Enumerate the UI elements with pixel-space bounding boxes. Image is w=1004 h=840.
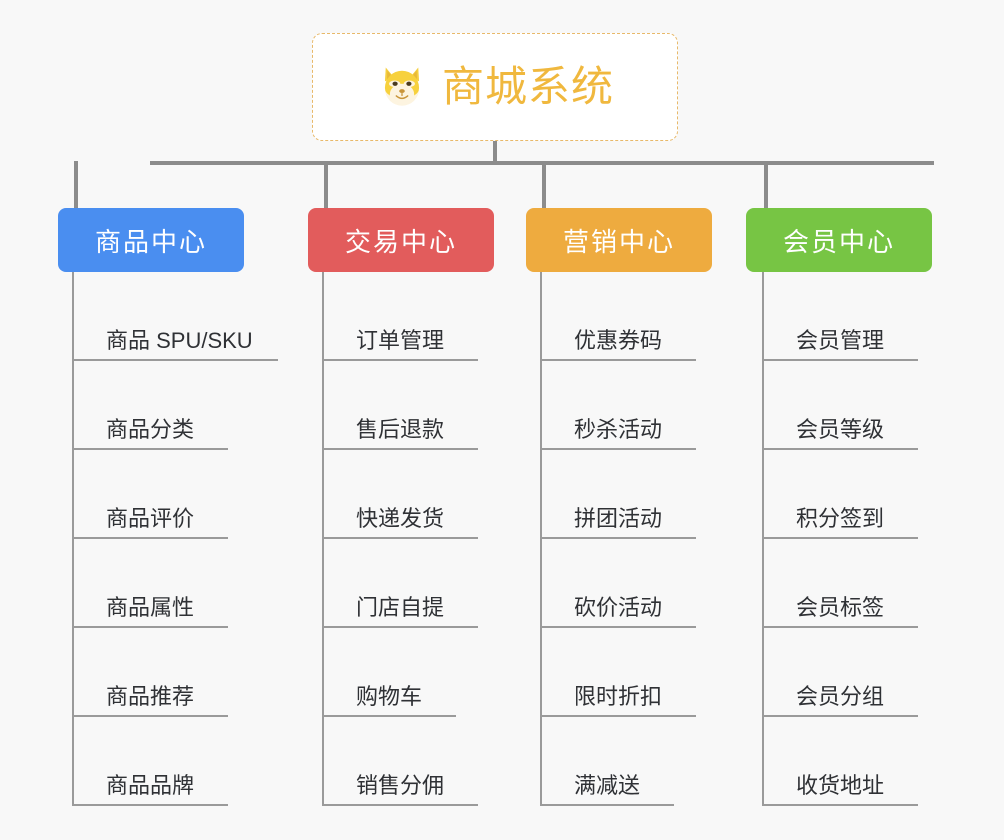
category-header-product-center[interactable]: 商品中心 — [58, 208, 244, 272]
leaf-item-label: 会员分组 — [796, 684, 885, 709]
connector-rail-product-center — [72, 272, 74, 806]
connector-rail-trade-center — [322, 272, 324, 806]
connector-rail-member-center — [762, 272, 764, 806]
leaf-underline — [540, 448, 696, 450]
leaf-list-trade-center: 订单管理售后退款快递发货门店自提购物车销售分佣 — [322, 272, 494, 806]
root-node-mall-system[interactable]: 商城系统 — [312, 33, 678, 141]
leaf-item[interactable]: 快递发货 — [322, 450, 494, 539]
leaf-item[interactable]: 售后退款 — [322, 361, 494, 450]
shiba-dog-face-icon — [384, 67, 420, 106]
leaf-item-label: 快递发货 — [356, 506, 445, 531]
leaf-item-label: 秒杀活动 — [574, 417, 663, 442]
leaf-underline — [762, 715, 918, 717]
column-marketing-center: 营销中心优惠券码秒杀活动拼团活动砍价活动限时折扣满减送 — [526, 208, 712, 806]
leaf-item-label: 商品属性 — [106, 595, 195, 620]
leaf-item[interactable]: 门店自提 — [322, 539, 494, 628]
leaf-underline — [540, 537, 696, 539]
leaf-item-label: 售后退款 — [356, 417, 445, 442]
leaf-item[interactable]: 商品品牌 — [72, 717, 244, 806]
leaf-list-marketing-center: 优惠券码秒杀活动拼团活动砍价活动限时折扣满减送 — [540, 272, 712, 806]
leaf-underline — [322, 715, 456, 717]
root-node-title: 商城系统 — [441, 63, 614, 110]
leaf-item[interactable]: 优惠券码 — [540, 272, 712, 361]
leaf-item-label: 满减送 — [574, 773, 641, 798]
leaf-item[interactable]: 会员分组 — [762, 628, 932, 717]
leaf-underline — [72, 715, 228, 717]
leaf-item-label: 积分签到 — [796, 506, 885, 531]
leaf-item-label: 商品评价 — [106, 506, 195, 531]
category-header-marketing-center[interactable]: 营销中心 — [526, 208, 712, 272]
leaf-item-label: 门店自提 — [356, 595, 445, 620]
leaf-underline — [322, 537, 478, 539]
leaf-underline — [762, 359, 918, 361]
leaf-item-label: 销售分佣 — [356, 773, 445, 798]
connector-drop-member-center — [764, 161, 768, 209]
leaf-item[interactable]: 拼团活动 — [540, 450, 712, 539]
leaf-item-label: 商品分类 — [106, 417, 195, 442]
leaf-item[interactable]: 商品推荐 — [72, 628, 244, 717]
leaf-underline — [762, 804, 918, 806]
leaf-underline — [72, 537, 228, 539]
connector-drop-marketing-center — [542, 161, 546, 209]
leaf-underline — [72, 448, 228, 450]
leaf-underline — [762, 537, 918, 539]
leaf-item[interactable]: 商品属性 — [72, 539, 244, 628]
connector-root-stem — [493, 141, 497, 165]
leaf-item-label: 会员管理 — [796, 328, 885, 353]
leaf-underline — [322, 804, 478, 806]
leaf-item-label: 订单管理 — [356, 328, 445, 353]
leaf-item[interactable]: 限时折扣 — [540, 628, 712, 717]
leaf-underline — [322, 359, 478, 361]
leaf-item-label: 限时折扣 — [574, 684, 663, 709]
connector-drop-product-center — [74, 161, 78, 209]
leaf-item[interactable]: 商品 SPU/SKU — [72, 272, 278, 361]
leaf-item[interactable]: 会员标签 — [762, 539, 932, 628]
leaf-item[interactable]: 订单管理 — [322, 272, 494, 361]
category-header-trade-center[interactable]: 交易中心 — [308, 208, 494, 272]
leaf-item-label: 优惠券码 — [574, 328, 663, 353]
leaf-item[interactable]: 商品评价 — [72, 450, 244, 539]
column-trade-center: 交易中心订单管理售后退款快递发货门店自提购物车销售分佣 — [308, 208, 494, 806]
leaf-item[interactable]: 砍价活动 — [540, 539, 712, 628]
column-product-center: 商品中心商品 SPU/SKU 商品分类商品评价商品属性商品推荐商品品牌 — [58, 208, 278, 806]
leaf-item[interactable]: 会员等级 — [762, 361, 932, 450]
leaf-list-member-center: 会员管理会员等级积分签到会员标签会员分组收货地址 — [762, 272, 932, 806]
leaf-item-label: 会员标签 — [796, 595, 885, 620]
leaf-underline — [540, 715, 696, 717]
leaf-list-product-center: 商品 SPU/SKU 商品分类商品评价商品属性商品推荐商品品牌 — [72, 272, 278, 806]
leaf-item[interactable]: 收货地址 — [762, 717, 932, 806]
leaf-underline — [322, 626, 478, 628]
leaf-item-label: 购物车 — [356, 684, 423, 709]
leaf-item-label: 商品推荐 — [106, 684, 195, 709]
leaf-item[interactable]: 购物车 — [322, 628, 494, 717]
leaf-underline — [72, 359, 278, 361]
leaf-underline — [540, 359, 696, 361]
leaf-item-label: 商品品牌 — [106, 773, 195, 798]
leaf-item[interactable]: 满减送 — [540, 717, 712, 806]
leaf-item-label: 商品 SPU/SKU — [106, 328, 253, 353]
leaf-item-label: 收货地址 — [796, 773, 885, 798]
leaf-item[interactable]: 商品分类 — [72, 361, 244, 450]
connector-rail-marketing-center — [540, 272, 542, 806]
category-header-member-center[interactable]: 会员中心 — [746, 208, 932, 272]
leaf-item-label: 砍价活动 — [574, 595, 663, 620]
leaf-item[interactable]: 秒杀活动 — [540, 361, 712, 450]
leaf-item[interactable]: 销售分佣 — [322, 717, 494, 806]
leaf-item-label: 会员等级 — [796, 417, 885, 442]
leaf-underline — [540, 804, 674, 806]
leaf-item[interactable]: 积分签到 — [762, 450, 932, 539]
leaf-item[interactable]: 会员管理 — [762, 272, 932, 361]
leaf-underline — [322, 448, 478, 450]
leaf-item-label: 拼团活动 — [574, 506, 663, 531]
leaf-underline — [540, 626, 696, 628]
leaf-underline — [762, 448, 918, 450]
column-member-center: 会员中心会员管理会员等级积分签到会员标签会员分组收货地址 — [746, 208, 932, 806]
leaf-underline — [72, 804, 228, 806]
connector-drop-trade-center — [324, 161, 328, 209]
leaf-underline — [72, 626, 228, 628]
leaf-underline — [762, 626, 918, 628]
